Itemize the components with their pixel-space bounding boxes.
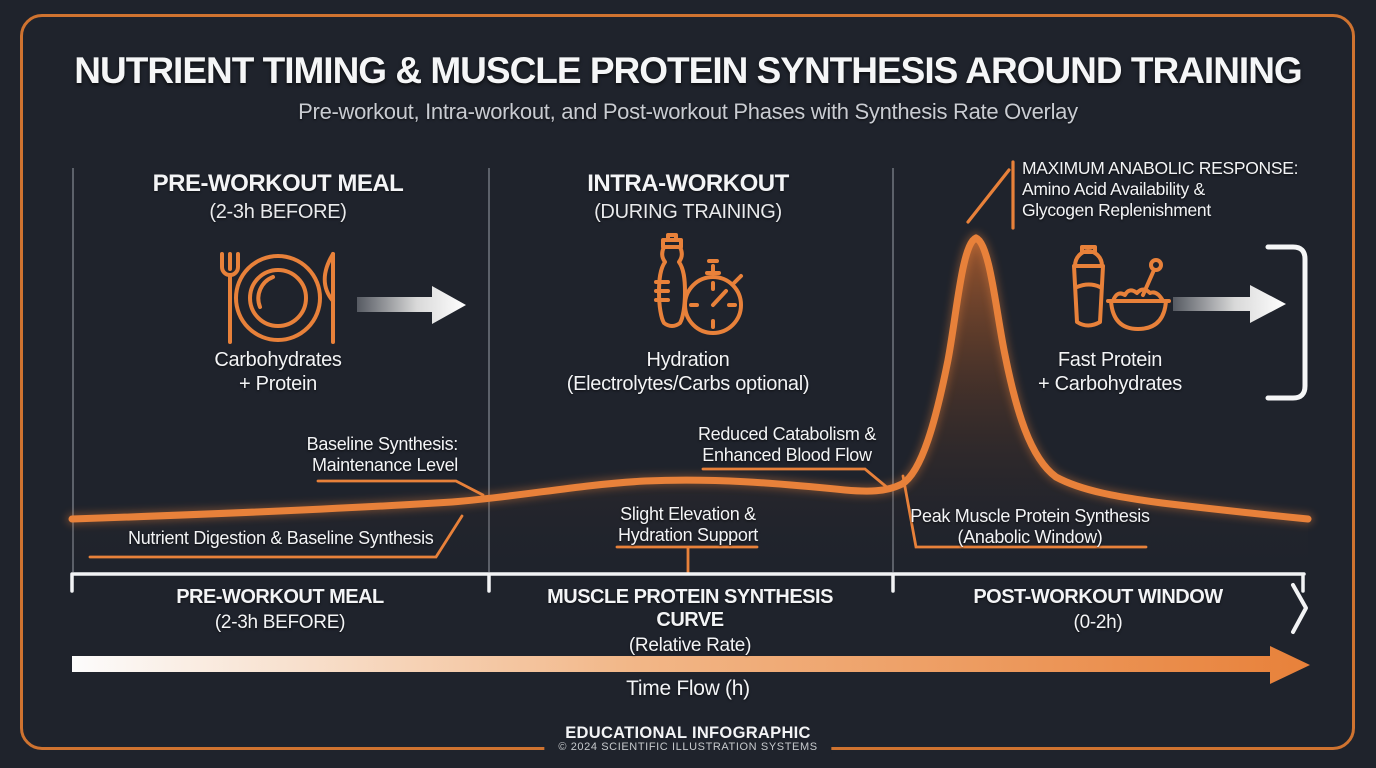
elevation-annotation-line2: Hydration Support [618,525,758,545]
elevation-annotation-line1: Slight Elevation & [620,504,756,524]
peak-annotation: Peak Muscle Protein Synthesis (Anabolic … [890,506,1170,548]
axis-segment-curve-subtitle: (Relative Rate) [628,635,752,656]
axis-segment-pre-subtitle: (2-3h BEFORE) [214,612,346,633]
pre-workout-title: PRE-WORKOUT MEAL [152,170,404,197]
intra-workout-title: INTRA-WORKOUT [587,170,789,197]
baseline-callout-line [316,479,485,497]
page-title: NUTRIENT TIMING & MUSCLE PROTEIN SYNTHES… [74,50,1302,91]
axis-segment-curve-title: MUSCLE PROTEIN SYNTHESIS CURVE [547,586,833,631]
timeline-end-chevron [1291,583,1308,634]
digestion-annotation: Nutrient Digestion & Baseline Synthesis [128,528,458,549]
catabolism-annotation-line1: Reduced Catabolism & [697,424,877,444]
post-bracket [1265,244,1308,401]
max-anabolic-callout-line [966,160,1015,230]
intra-workout-label: Hydration (Electrolytes/Carbs optional) [538,348,838,396]
pre-workout-label-line1: Carbohydrates [214,349,342,371]
pre-workout-label-line2: + Protein [239,373,317,395]
axis-segment-post-subtitle: (0-2h) [1073,612,1123,633]
footer-title: EDUCATIONAL INFOGRAPHIC [565,724,811,742]
shaker-bowl-icon [1050,245,1172,337]
peak-annotation-line2: (Anabolic Window) [957,527,1103,547]
baseline-annotation: Baseline Synthesis: Maintenance Level [208,434,459,476]
axis-segment-post: POST-WORKOUT WINDOW (0-2h) [948,586,1248,634]
axis-segment-curve: MUSCLE PROTEIN SYNTHESIS CURVE (Relative… [515,586,865,657]
bottle-stopwatch-icon [635,232,747,344]
intra-workout-label-line1: Hydration [646,349,730,371]
peak-annotation-line1: Peak Muscle Protein Synthesis [910,506,1150,526]
baseline-annotation-line2: Maintenance Level [311,455,458,475]
digestion-callout-line [88,514,464,559]
time-flow-arrow [72,646,1310,684]
intra-workout-time: (DURING TRAINING) [594,201,782,223]
post-workout-label: Fast Protein + Carbohydrates [960,348,1260,396]
footer-copyright: © 2024 SCIENTIFIC ILLUSTRATION SYSTEMS [544,740,832,754]
pre-workout-time: (2-3h BEFORE) [209,201,347,223]
post-workout-label-line1: Fast Protein [1057,349,1163,371]
plate-fork-knife-icon [210,248,346,348]
baseline-annotation-line1: Baseline Synthesis: [306,434,459,454]
axis-segment-pre-title: PRE-WORKOUT MEAL [176,586,384,608]
peak-callout-line [901,474,1148,549]
max-anabolic-line1: MAXIMUM ANABOLIC RESPONSE: [1022,158,1299,178]
digestion-annotation-line1: Nutrient Digestion & Baseline Synthesis [128,528,434,548]
synthesis-curve [68,234,1312,523]
post-workout-label-line2: + Carbohydrates [1038,373,1182,395]
pre-workout-header: PRE-WORKOUT MEAL (2-3h BEFORE) [128,170,428,224]
max-anabolic-callout: MAXIMUM ANABOLIC RESPONSE: Amino Acid Av… [1022,158,1312,221]
max-anabolic-line2: Amino Acid Availability & [1022,179,1205,199]
post-flow-arrow [1173,285,1286,323]
page-subtitle: Pre-workout, Intra-workout, and Post-wor… [298,99,1078,124]
catabolism-annotation: Reduced Catabolism & Enhanced Blood Flow [637,424,937,466]
elevation-annotation: Slight Elevation & Hydration Support [538,504,838,546]
elevation-underline [615,545,759,574]
pre-flow-arrow [357,286,466,324]
catabolism-annotation-line2: Enhanced Blood Flow [702,445,872,465]
pre-workout-label: Carbohydrates + Protein [128,348,428,396]
axis-segment-pre: PRE-WORKOUT MEAL (2-3h BEFORE) [130,586,430,634]
intra-workout-label-line2: (Electrolytes/Carbs optional) [566,373,810,395]
timeline-axis [70,572,1306,593]
time-flow-label: Time Flow (h) [626,677,750,700]
max-anabolic-line3: Glycogen Replenishment [1022,200,1211,220]
intra-workout-header: INTRA-WORKOUT (DURING TRAINING) [538,170,838,224]
axis-segment-post-title: POST-WORKOUT WINDOW [973,586,1223,608]
catabolism-callout-line [701,467,891,491]
